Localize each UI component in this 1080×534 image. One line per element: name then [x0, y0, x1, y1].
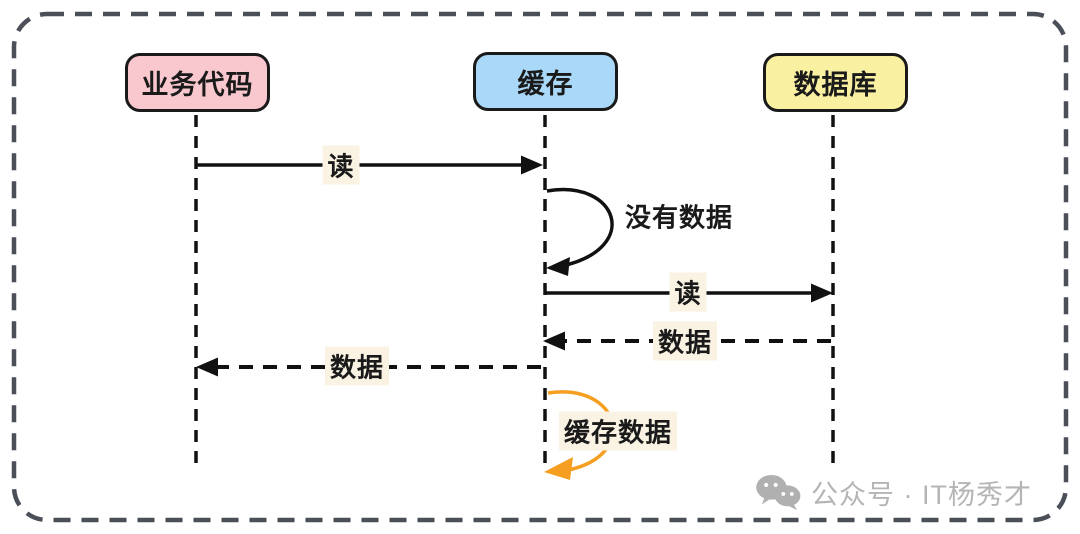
actor-cache-label: 缓存	[517, 69, 574, 99]
actor-business-code: 业务代码	[125, 53, 270, 112]
watermark-text: 公众号 · IT杨秀才	[811, 480, 1032, 510]
wechat-icon	[756, 474, 801, 510]
label-cache-data: 缓存数据	[558, 411, 678, 451]
arrow-read-business-to-cache	[197, 155, 543, 175]
label-data-2: 数据	[324, 346, 390, 386]
self-loop-no-data	[546, 187, 614, 276]
outer-dashed-frame	[11, 11, 1069, 523]
arrow-data-database-to-cache	[543, 331, 831, 351]
actor-cache: 缓存	[473, 52, 618, 111]
watermark: 公众号 · IT杨秀才	[755, 473, 1032, 512]
arrow-data-cache-to-business	[196, 357, 541, 377]
label-read-1: 读	[322, 145, 360, 185]
label-no-data: 没有数据	[624, 202, 734, 233]
actor-business-code-label: 业务代码	[141, 70, 254, 100]
actor-database-label: 数据库	[793, 70, 878, 100]
actor-database: 数据库	[763, 53, 908, 112]
label-read-2: 读	[669, 272, 707, 312]
label-data-1: 数据	[652, 321, 718, 361]
